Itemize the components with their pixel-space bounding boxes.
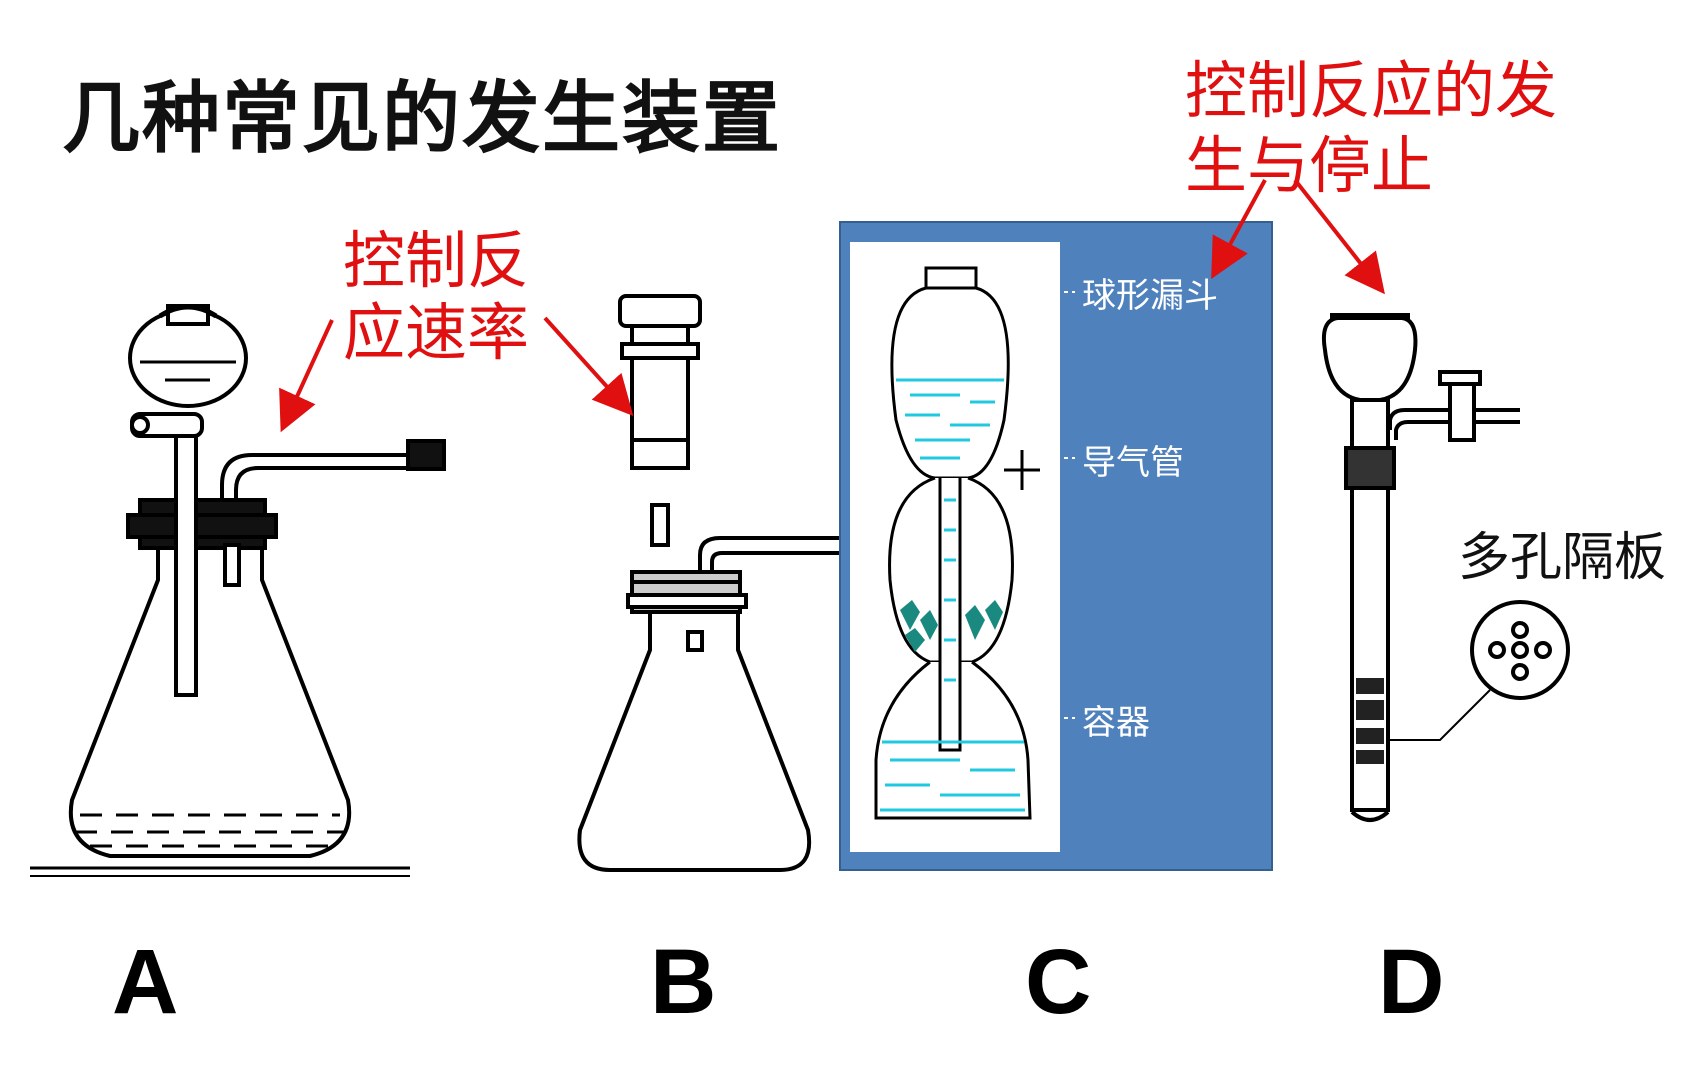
rate-control-text-line2: 应速率	[343, 296, 530, 369]
annotation-arrows	[279, 178, 1385, 433]
startstop-text-line1: 控制反应的发	[1185, 54, 1558, 127]
startstop-text-line2: 生与停止	[1185, 129, 1434, 202]
letter-b: B	[650, 931, 717, 1033]
label-perforated-plate: 多孔隔板	[1458, 528, 1667, 588]
letter-a: A	[112, 931, 179, 1033]
rate-control-text-line1: 控制反	[343, 224, 530, 297]
apparatus-b	[577, 294, 840, 872]
letter-d: D	[1378, 931, 1445, 1033]
slide-title: 几种常见的发生装置	[62, 74, 783, 164]
apparatus-d	[1321, 313, 1570, 822]
label-gas-tube: 导气管	[1082, 443, 1184, 483]
label-container: 容器	[1082, 703, 1150, 743]
apparatus-c	[839, 221, 1273, 871]
label-spherical-funnel: 球形漏斗	[1082, 276, 1218, 316]
apparatus-a	[30, 304, 446, 877]
letter-c: C	[1025, 931, 1092, 1033]
